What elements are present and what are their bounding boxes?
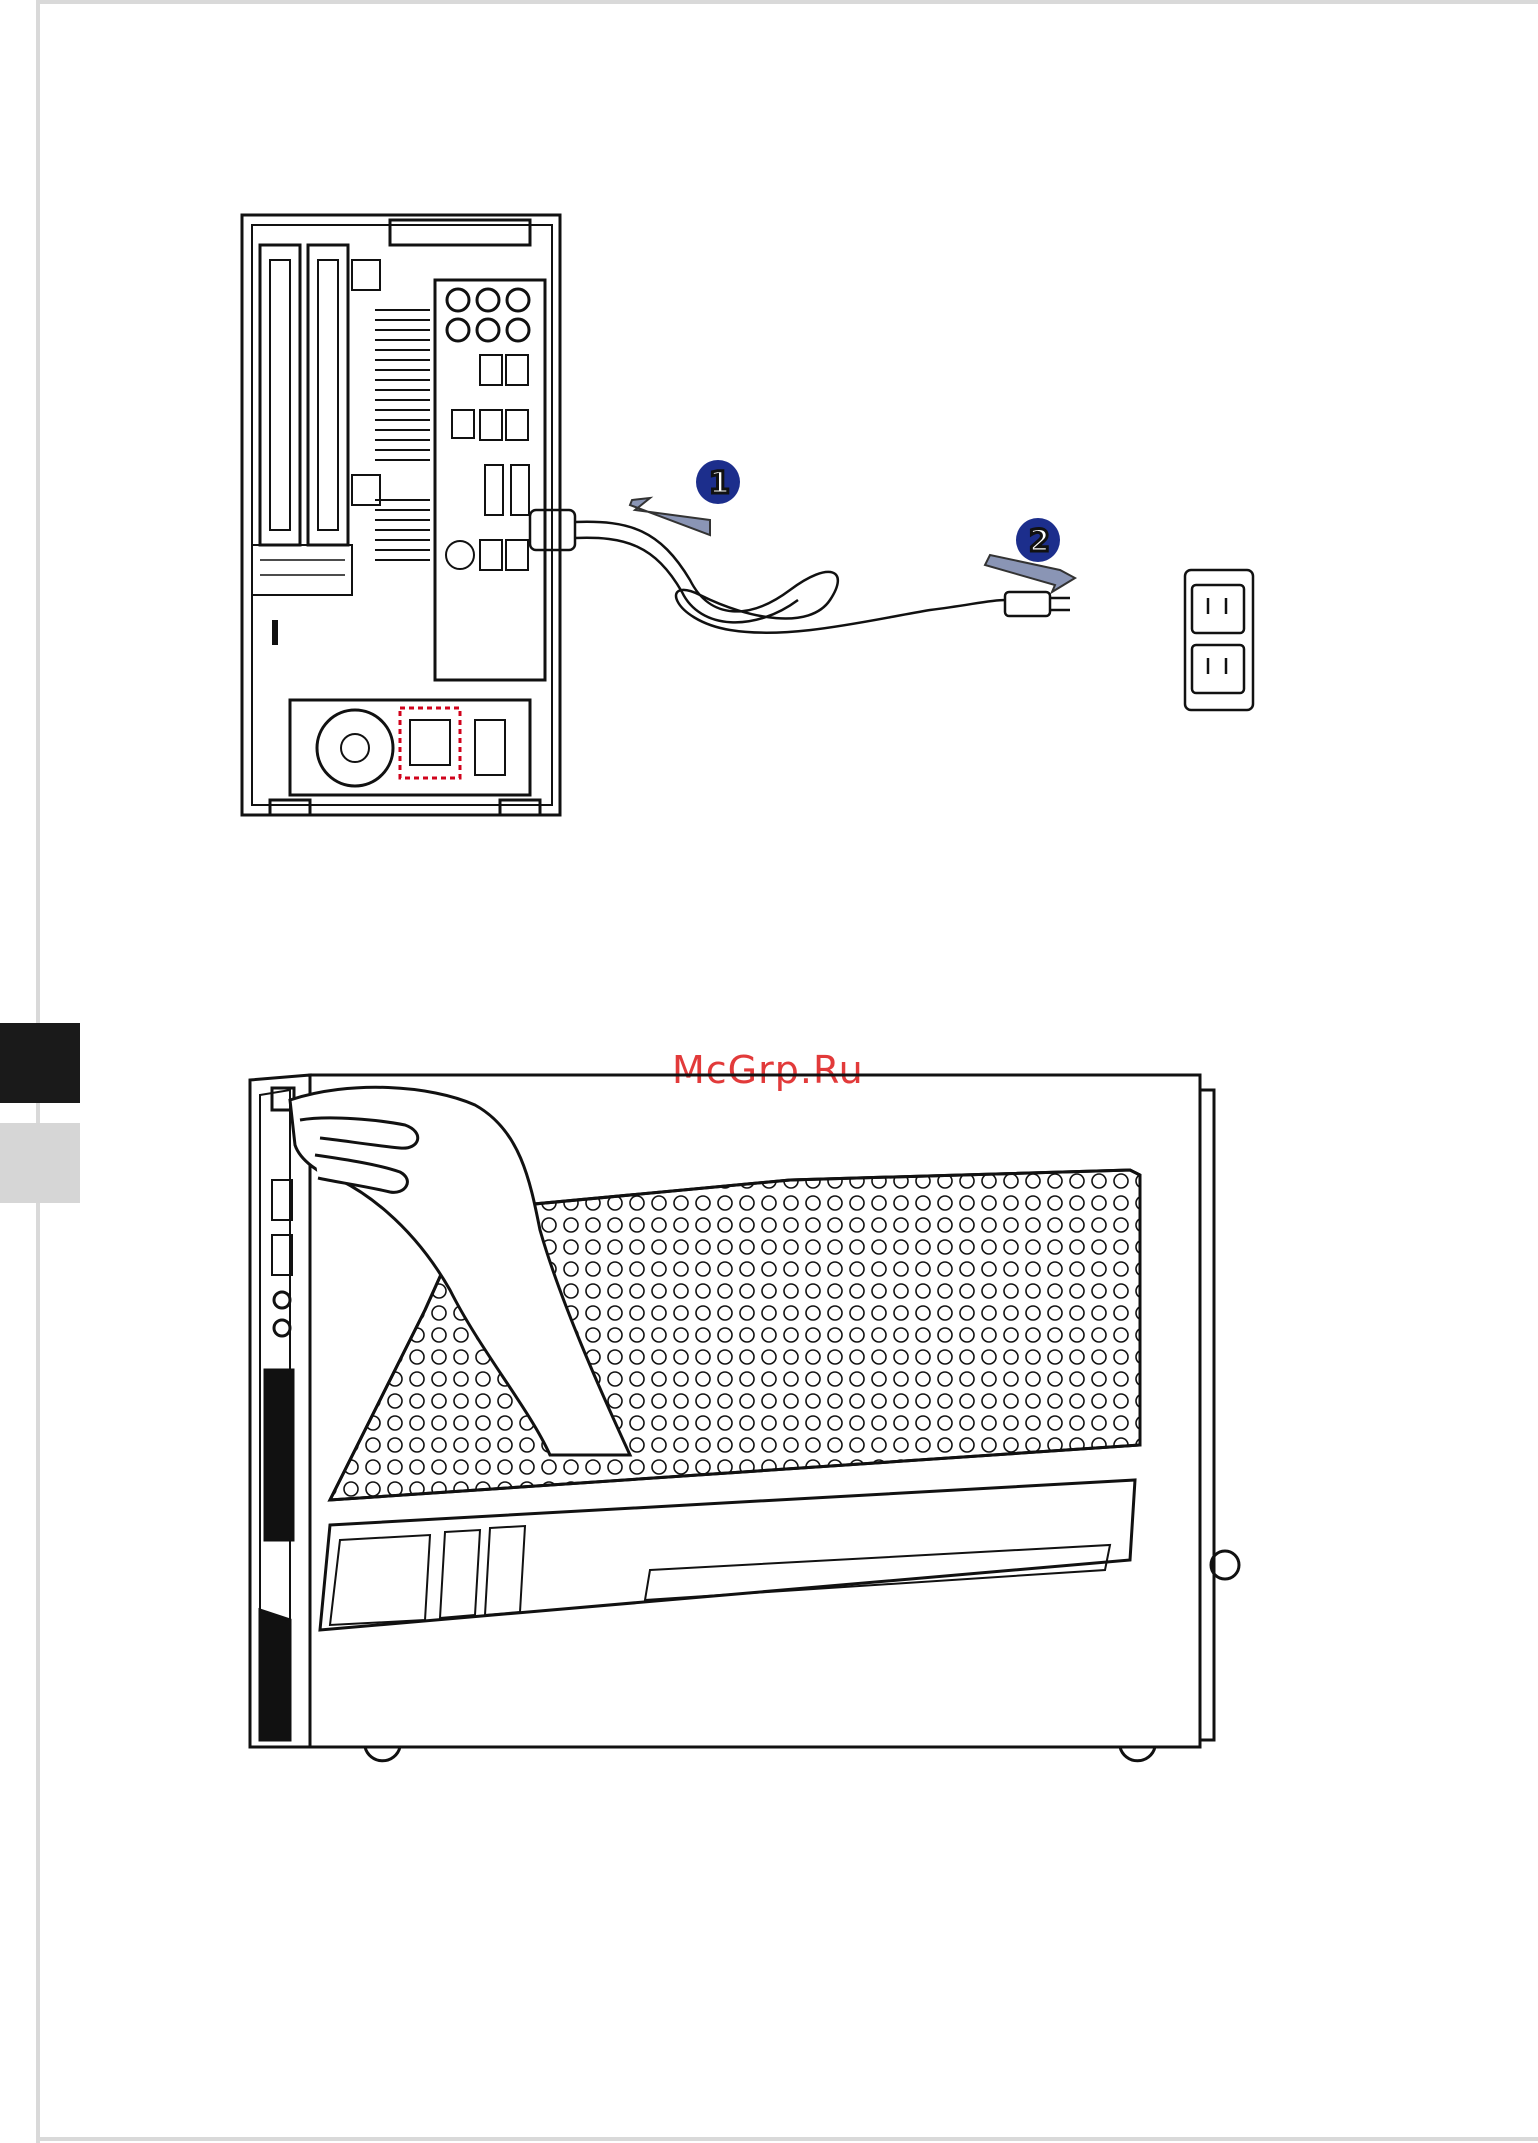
step-2-badge: 2 — [1016, 518, 1060, 562]
step-2-number: 2 — [1029, 524, 1050, 559]
power-button-illustration — [230, 1060, 1290, 1780]
chapter-tab-inactive — [0, 1123, 80, 1203]
step-2-arrow — [985, 555, 1075, 592]
page-border-bottom — [36, 2137, 1538, 2141]
chapter-tab-active — [0, 1023, 80, 1103]
step-1-arrow — [630, 498, 710, 535]
step-1-badge: 1 — [696, 460, 740, 504]
step-1-number: 1 — [709, 466, 730, 501]
power-cord-connection-illustration: 1 2 — [230, 200, 1280, 940]
power-cord — [530, 510, 1070, 633]
page-border-top — [36, 0, 1538, 4]
pc-rear-panel — [242, 215, 560, 815]
wall-outlet — [1185, 570, 1253, 710]
